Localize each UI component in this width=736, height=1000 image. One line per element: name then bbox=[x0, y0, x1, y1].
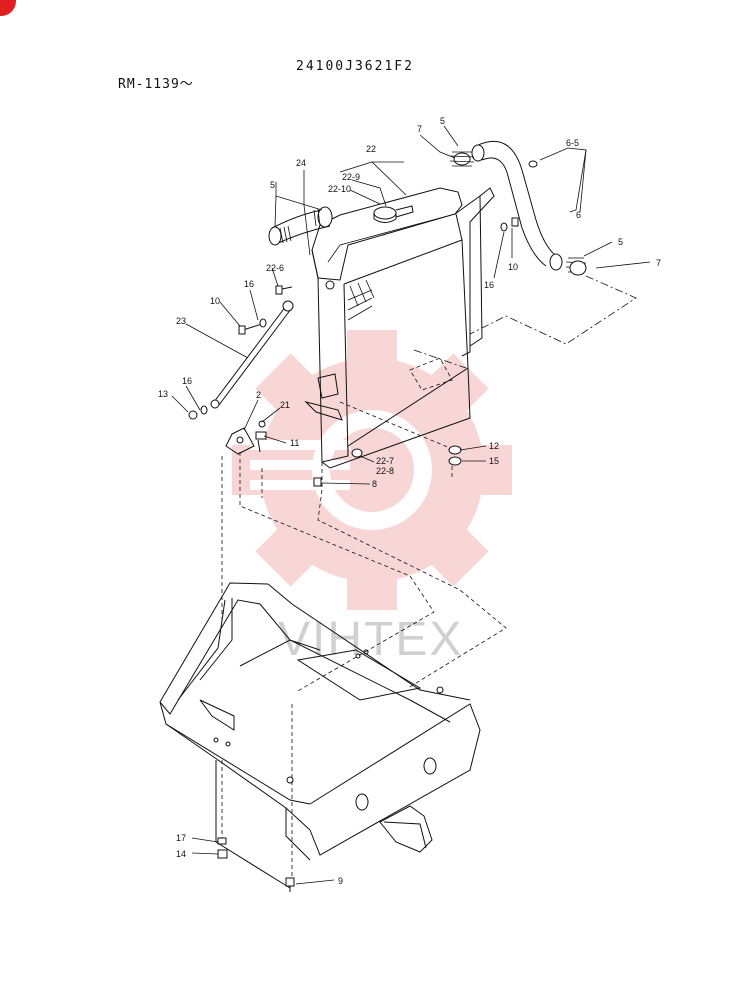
serial-range: RM-1139～ bbox=[118, 77, 194, 92]
callout-5-top: 5 bbox=[440, 116, 445, 126]
callout-11: 11 bbox=[290, 438, 299, 448]
callout-21: 21 bbox=[280, 400, 290, 410]
callout-7-right: 7 bbox=[656, 258, 661, 268]
watermark-text: VIHTEX bbox=[278, 613, 463, 666]
callout-7-top: 7 bbox=[417, 124, 422, 134]
watermark-gear-logo bbox=[232, 330, 512, 610]
callout-17: 17 bbox=[176, 833, 186, 843]
leader-lines bbox=[171, 125, 651, 885]
callout-22-10: 22-10 bbox=[328, 184, 351, 194]
callout-5-right: 5 bbox=[618, 237, 623, 247]
callout-13: 13 bbox=[158, 389, 168, 399]
callout-16-right: 16 bbox=[484, 280, 494, 290]
callout-6-5: 6-5 bbox=[566, 138, 579, 148]
callout-22-9: 22-9 bbox=[342, 172, 360, 182]
callout-16-upper: 16 bbox=[244, 279, 254, 289]
callout-16-lower: 16 bbox=[182, 376, 192, 386]
callout-14: 14 bbox=[176, 849, 186, 859]
callout-5-left: 5 bbox=[270, 180, 275, 190]
callout-8: 8 bbox=[372, 479, 377, 489]
callout-22-6: 22-6 bbox=[266, 263, 284, 273]
radiator-hoses bbox=[268, 141, 587, 276]
callout-10-right: 10 bbox=[508, 262, 518, 272]
reference-lines bbox=[221, 275, 637, 876]
callout-22-8: 22-8 bbox=[376, 466, 394, 476]
callout-23: 23 bbox=[176, 316, 186, 326]
callout-22: 22 bbox=[366, 144, 376, 154]
callout-2: 2 bbox=[256, 390, 261, 400]
callout-10-left: 10 bbox=[210, 296, 220, 306]
callout-24: 24 bbox=[296, 158, 306, 168]
callout-15: 15 bbox=[489, 456, 499, 466]
radiator-assembly bbox=[304, 187, 495, 469]
document-code: 24100J3621F2 bbox=[296, 59, 414, 74]
callout-6: 6 bbox=[576, 210, 581, 220]
callout-12: 12 bbox=[489, 441, 499, 451]
callout-9: 9 bbox=[338, 876, 343, 886]
callout-labels: 24 22 22-9 22-10 5 7 5 6-5 6 5 7 10 16 2… bbox=[158, 116, 661, 886]
callout-22-7: 22-7 bbox=[376, 456, 394, 466]
vehicle-frame bbox=[159, 582, 481, 889]
stay-rod-hardware bbox=[188, 217, 519, 892]
